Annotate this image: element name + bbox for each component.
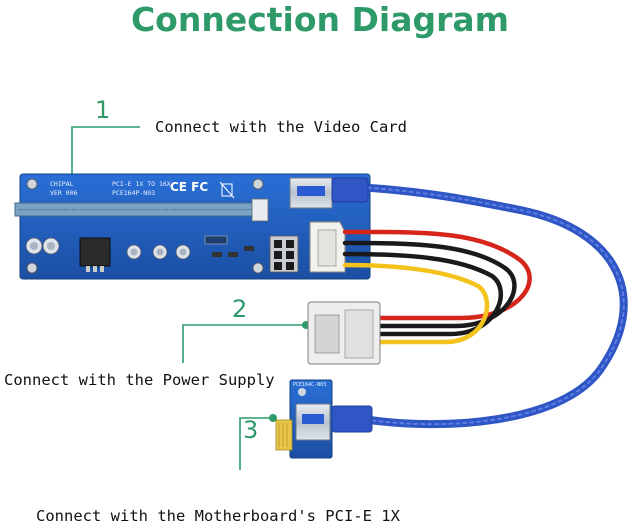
callout-2-number: 2 bbox=[232, 295, 248, 323]
power-wires bbox=[342, 229, 532, 345]
diagram-title: Connection Diagram bbox=[130, 0, 510, 39]
board-version: VER 006 bbox=[50, 189, 78, 197]
usb-port-icon bbox=[289, 177, 333, 209]
board-brand: CHIPAL bbox=[50, 180, 74, 188]
callout-1-text: Connect with the Video Card bbox=[155, 118, 407, 136]
board-certs: CE FC bbox=[170, 180, 209, 194]
adapter-label: PCE164C-N03 bbox=[293, 382, 327, 388]
board-model-line2: PCE164P-N03 bbox=[112, 189, 156, 197]
usb-cable bbox=[336, 182, 628, 429]
molex-connector-icon bbox=[309, 221, 346, 273]
callout-2-text: Connect with the Power Supply bbox=[4, 371, 275, 389]
callout-3-dot bbox=[269, 414, 277, 422]
sata-power-connector-icon bbox=[307, 301, 381, 365]
board-model-line1: PCI-E 1X TO 16X bbox=[112, 180, 171, 188]
callout-3-text: Connect with the Motherboard's PCI-E 1X bbox=[36, 507, 400, 525]
callout-3-line bbox=[239, 417, 273, 470]
callout-3-number: 3 bbox=[243, 416, 259, 444]
callout-1-number: 1 bbox=[95, 96, 111, 124]
pcie-1x-adapter bbox=[275, 379, 373, 459]
riser-board bbox=[14, 173, 371, 280]
callout-2-line bbox=[182, 324, 306, 363]
